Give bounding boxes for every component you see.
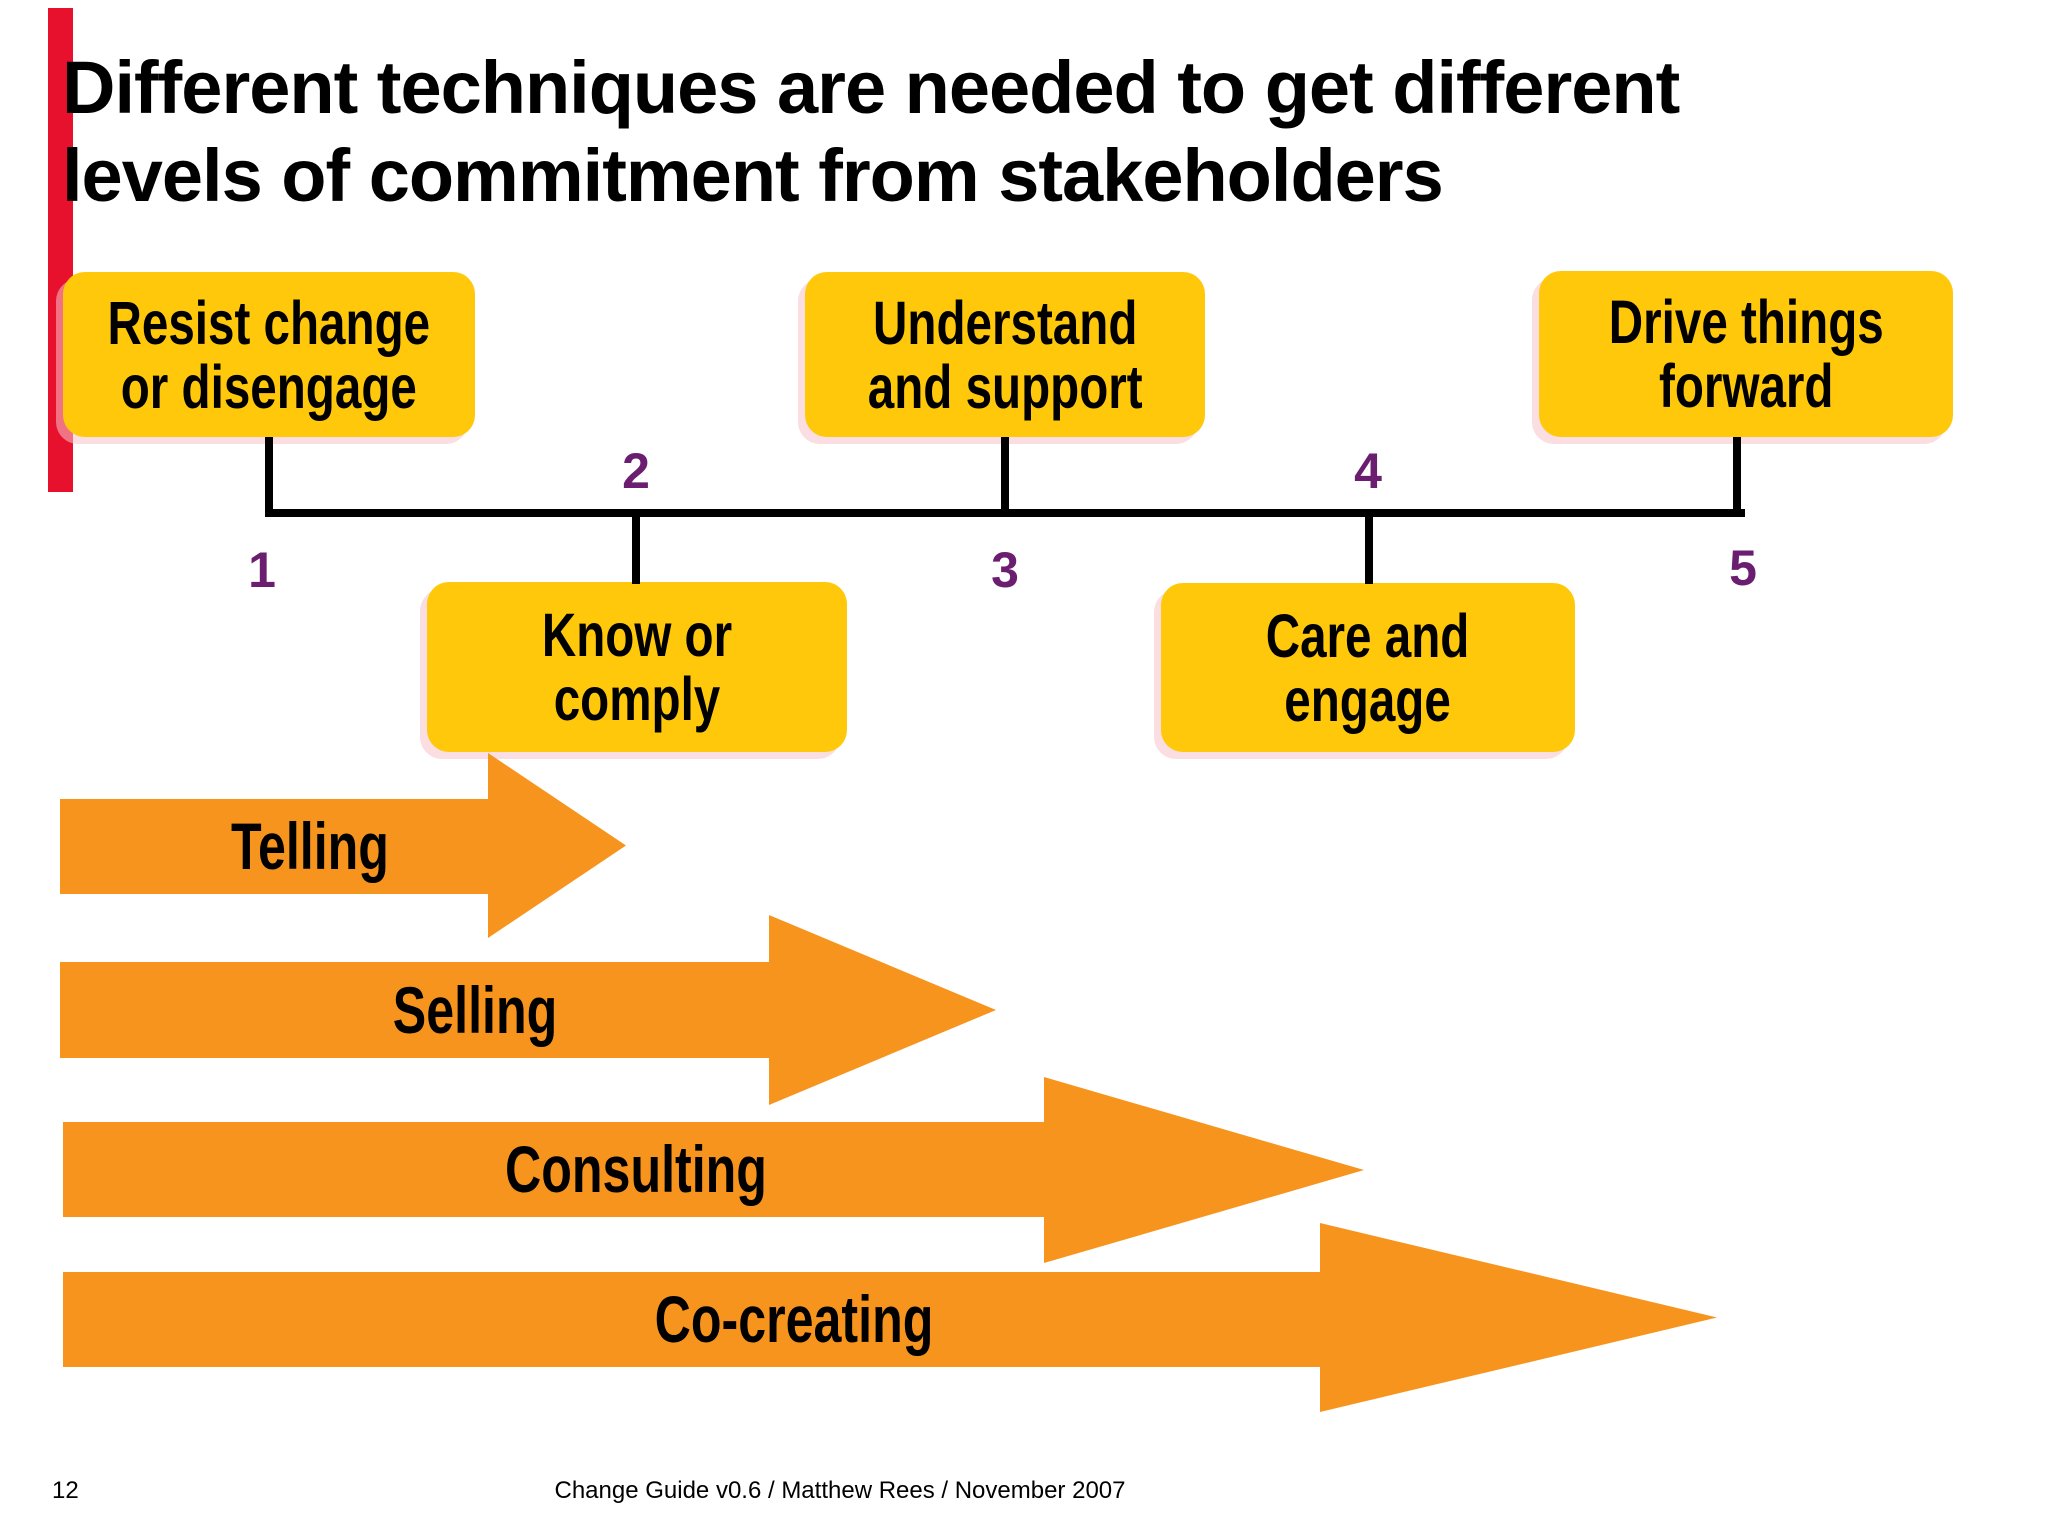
commitment-box-label: Drive things forward — [1608, 288, 1884, 420]
slide-title-line1: Different techniques are needed to get d… — [62, 46, 1680, 129]
scale-number-3: 3 — [991, 542, 1019, 598]
commitment-box-know-or-comply: Know or comply — [427, 582, 847, 752]
slide-title-line2: levels of commitment from stakeholders — [62, 134, 1444, 217]
commitment-box-label: Care and engage — [1266, 601, 1470, 734]
scale-number-4: 4 — [1354, 443, 1382, 499]
commitment-box-drive-things-forward: Drive things forward — [1539, 271, 1953, 437]
slide-title: Different techniques are needed to get d… — [62, 44, 2022, 220]
arrow-head-co-creating — [1320, 1223, 1717, 1412]
scale-tick-5 — [1733, 437, 1741, 517]
arrow-label-co-creating: Co-creating — [654, 1282, 934, 1356]
scale-number-2: 2 — [622, 443, 650, 499]
arrow-bar-consulting — [63, 1122, 1044, 1217]
arrow-bar-co-creating — [63, 1272, 1320, 1367]
commitment-box-care-and-engage: Care and engage — [1161, 583, 1575, 752]
arrow-head-selling — [769, 915, 996, 1105]
scale-number-5: 5 — [1729, 540, 1757, 596]
commitment-box-label: Resist change or disengage — [107, 288, 431, 421]
scale-tick-4 — [1365, 509, 1373, 584]
arrow-label-selling: Selling — [392, 973, 558, 1047]
arrow-label-telling: Telling — [231, 809, 389, 883]
scale-tick-3 — [1001, 437, 1009, 517]
scale-number-1: 1 — [248, 542, 276, 598]
scale-tick-2 — [632, 509, 640, 584]
arrow-bar-telling — [60, 799, 488, 894]
commitment-box-understand-and-support: Understand and support — [805, 272, 1205, 437]
commitment-box-label: Know or comply — [541, 601, 733, 733]
commitment-box-resist-change: Resist change or disengage — [63, 272, 475, 437]
scale-tick-1 — [265, 437, 273, 517]
page-number: 12 — [52, 1477, 79, 1504]
commitment-box-label: Understand and support — [867, 288, 1143, 421]
arrow-bar-selling — [60, 962, 769, 1058]
footer-text: Change Guide v0.6 / Matthew Rees / Novem… — [554, 1477, 1126, 1504]
arrow-head-consulting — [1044, 1077, 1364, 1263]
arrow-label-consulting: Consulting — [505, 1132, 767, 1206]
